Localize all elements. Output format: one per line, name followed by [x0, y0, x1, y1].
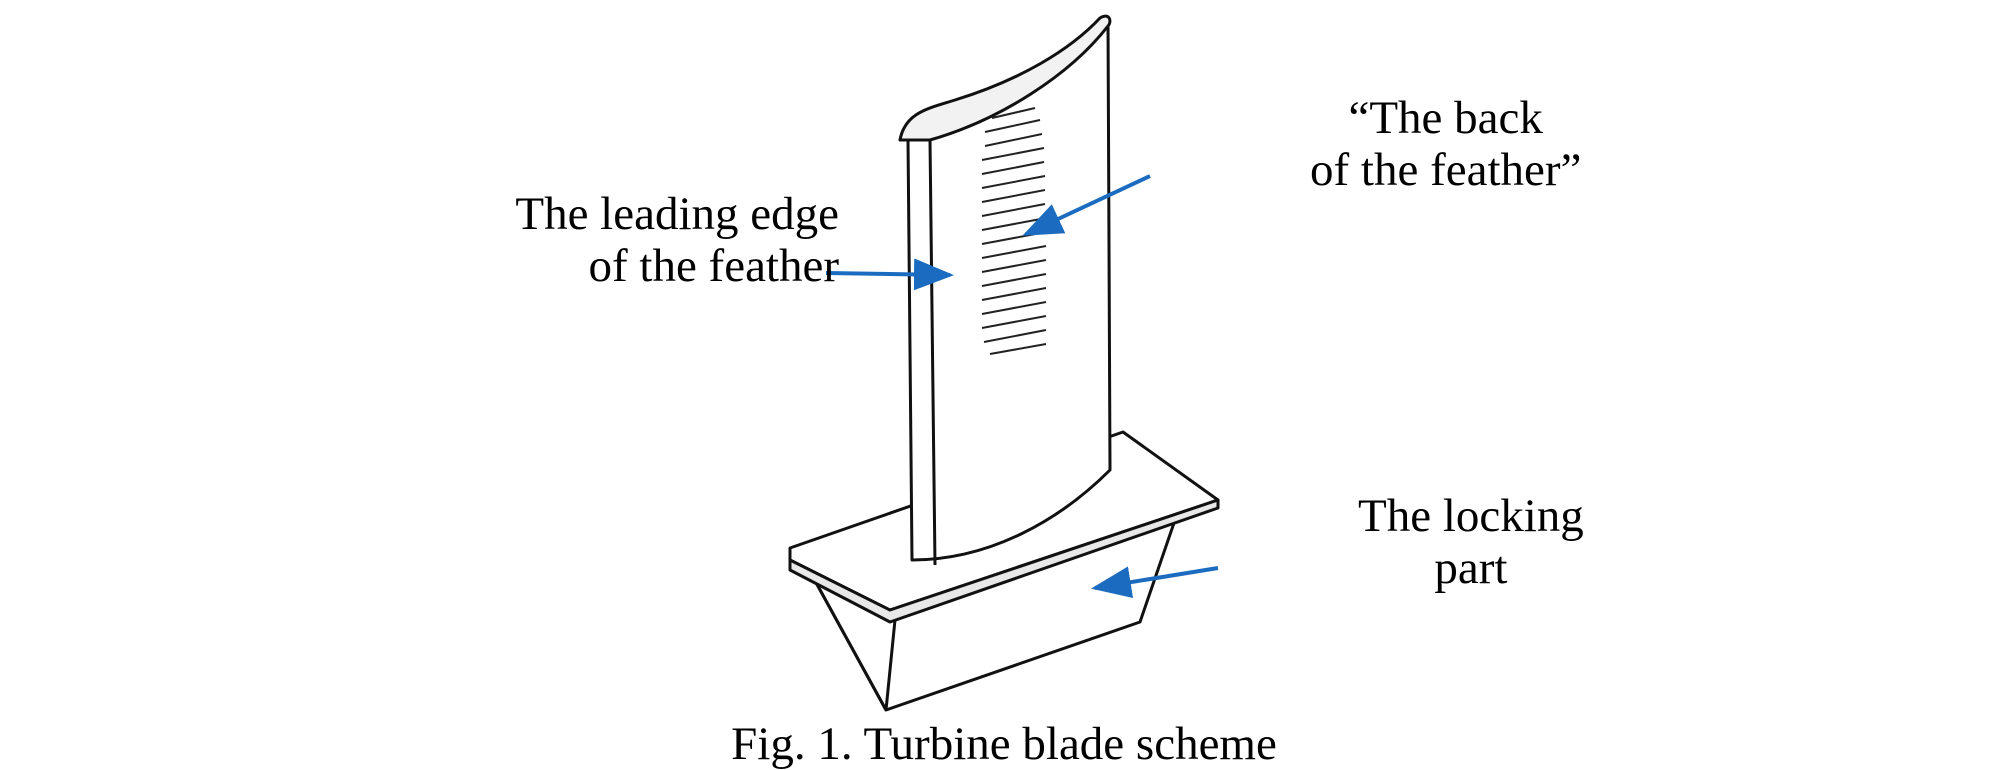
locking-label-line-1: The locking [1358, 490, 1584, 542]
back-of-feather-label: “The back of the feather” [1310, 92, 1581, 196]
back-hatching [981, 107, 1047, 355]
leading-edge-label-line-1: The leading edge [515, 188, 839, 240]
back-label-line-2: of the feather” [1310, 144, 1582, 196]
leading-edge-arrow [825, 258, 954, 291]
leading-edge-label-line-2: of the feather [588, 240, 839, 292]
locking-part-arrow [1091, 566, 1219, 599]
leading-edge-label: The leading edge of the feather [515, 188, 839, 292]
figure-caption: Fig. 1. Turbine blade scheme [731, 718, 1277, 770]
locking-label-line-2: part [1434, 542, 1508, 594]
locking-part-label: The locking part [1358, 490, 1584, 594]
back-arrow [1022, 174, 1151, 236]
blade-feather [898, 14, 1112, 566]
back-label-line-1: “The back [1348, 92, 1543, 144]
